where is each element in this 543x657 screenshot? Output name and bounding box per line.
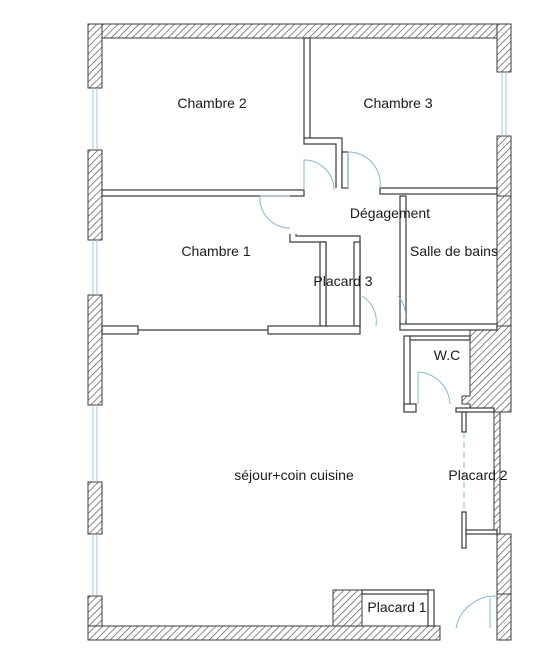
- doors: [259, 151, 498, 629]
- wall-left-3: [87, 294, 103, 406]
- interior-walls: [101, 37, 498, 627]
- wall-right-4: [496, 533, 512, 595]
- wall-placard2-top: [455, 407, 495, 413]
- windows: [92, 72, 507, 596]
- label-wc: W.C: [434, 347, 460, 363]
- label-sejour: séjour+coin cuisine: [234, 467, 354, 483]
- wall-ch3-door-stub: [341, 151, 349, 189]
- wall-placard1-top: [361, 589, 431, 595]
- label-degagement: Dégagement: [350, 205, 430, 221]
- wall-placard1-right: [427, 589, 435, 627]
- wall-placard1-block: [332, 589, 363, 627]
- wall-ch1-bottom-2: [267, 325, 361, 335]
- wall-placard2-left-2: [461, 511, 467, 549]
- door-placard3: [361, 295, 377, 327]
- label-placard-3: Placard 3: [313, 273, 372, 289]
- label-chambre-3: Chambre 3: [363, 95, 432, 111]
- wall-left-2: [87, 149, 103, 241]
- door-entrance: [455, 595, 498, 629]
- wall-right-1: [496, 23, 512, 73]
- wall-ch3-bottom: [379, 187, 498, 195]
- wall-sdb-bottom: [399, 323, 498, 331]
- wall-ch2-notch-inner: [310, 137, 343, 188]
- wall-ch2-ch3: [303, 37, 311, 139]
- wall-placard2-left-1: [461, 411, 467, 433]
- wall-right-2: [496, 135, 512, 197]
- wall-top: [87, 23, 512, 39]
- wall-right-wc-corner: [461, 325, 512, 413]
- wall-right-3: [496, 195, 512, 327]
- wall-wc-left-base: [403, 403, 417, 413]
- wall-ch2-notch: [303, 138, 337, 188]
- wall-wc-top: [409, 335, 471, 341]
- door-chambre1: [259, 195, 291, 229]
- room-labels: Chambre 2 Chambre 3 Dégagement Chambre 1…: [177, 95, 507, 615]
- door-wc: [417, 371, 451, 405]
- label-salle-de-bains: Salle de bains: [410, 243, 498, 259]
- door-chambre2: [303, 159, 335, 191]
- wall-bottom-2: [496, 593, 512, 641]
- exterior-walls: [87, 23, 512, 641]
- wall-wc-left: [403, 335, 411, 411]
- wall-ch2-bottom: [101, 189, 305, 197]
- wall-left-4: [87, 481, 103, 535]
- wall-bottom-1: [87, 625, 441, 641]
- door-chambre3: [347, 151, 381, 189]
- wall-ch1-bottom-1: [101, 325, 139, 335]
- label-chambre-2: Chambre 2: [177, 95, 246, 111]
- label-chambre-1: Chambre 1: [181, 243, 250, 259]
- wall-placard2-bottom: [465, 529, 498, 535]
- label-placard-2: Placard 2: [448, 467, 507, 483]
- wall-left-1: [87, 23, 103, 89]
- door-salle-de-bains: [397, 295, 407, 327]
- label-placard-1: Placard 1: [367, 599, 426, 615]
